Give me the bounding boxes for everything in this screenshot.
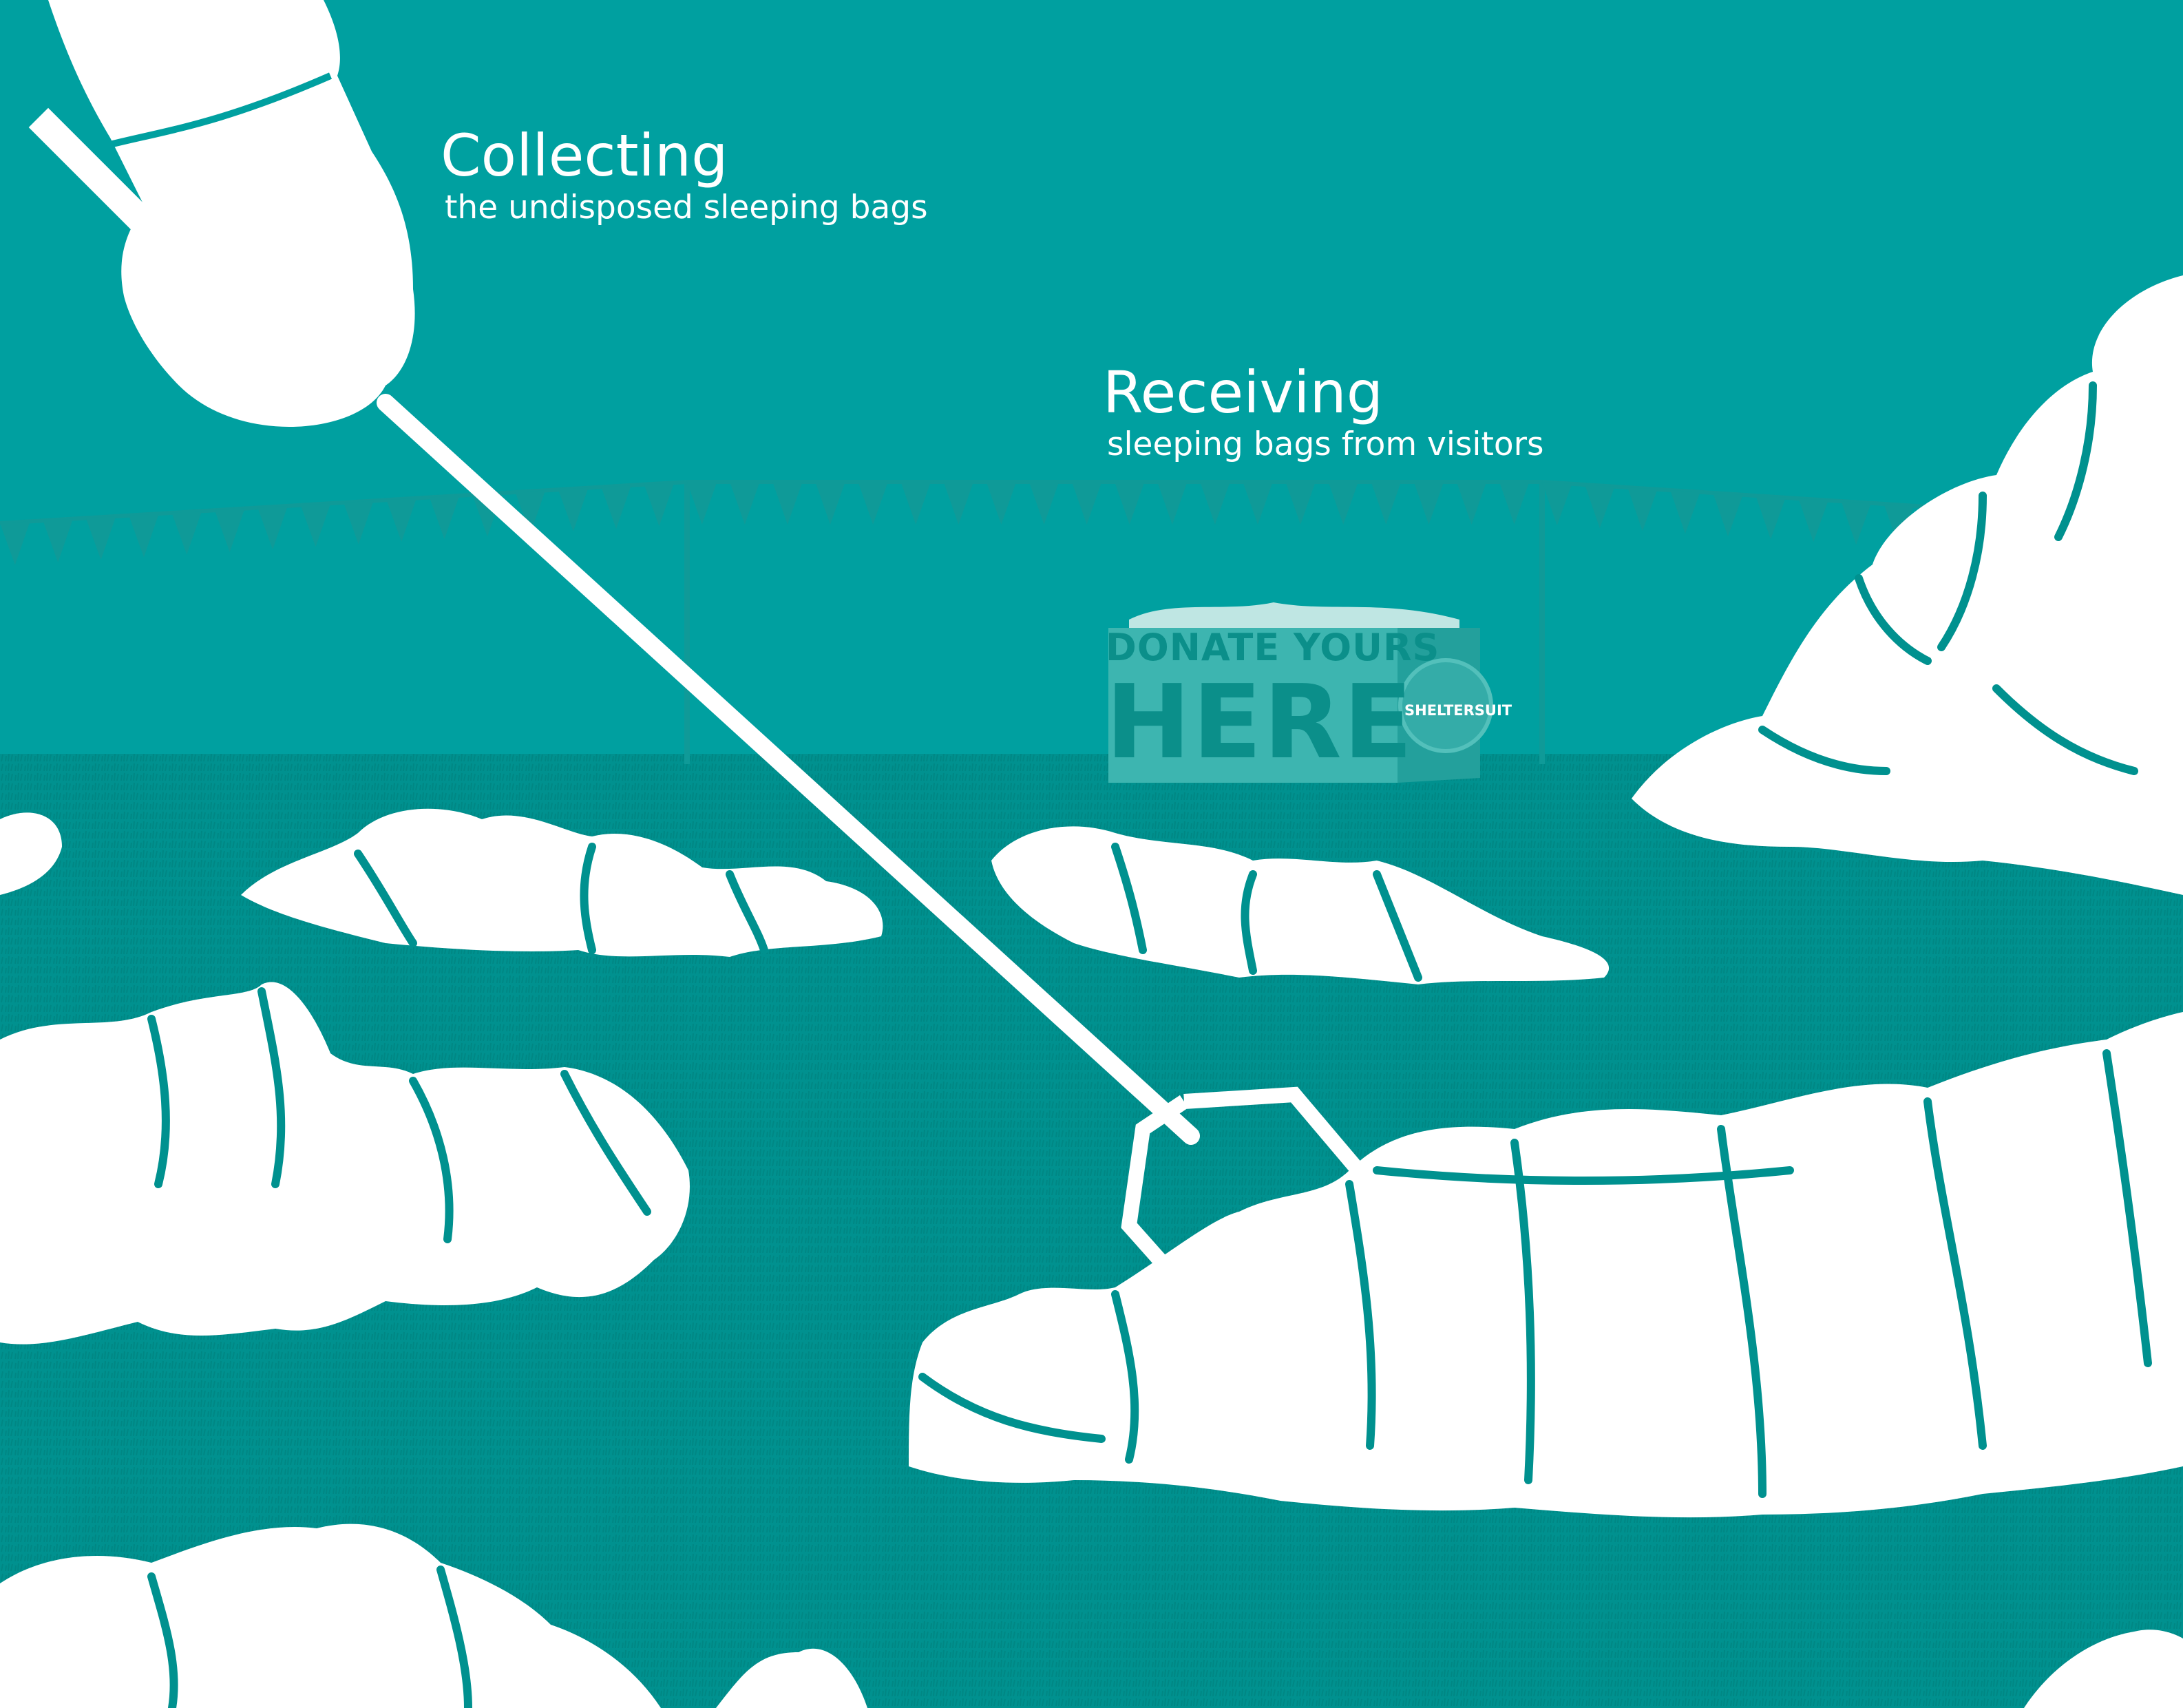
caption-receiving-title: Receiving bbox=[1103, 359, 1384, 426]
caption-collecting: Collecting the undisposed sleeping bags bbox=[441, 123, 928, 227]
sheltersuit-badge: SHELTERSUIT bbox=[1404, 702, 1512, 719]
sleeping-bag-pile-right-stack bbox=[1632, 275, 2183, 895]
bunting-flag bbox=[943, 482, 974, 525]
bunting-flag bbox=[1499, 482, 1530, 525]
bunting-flag bbox=[1157, 482, 1188, 525]
sleeping-bag-pile-edge-left bbox=[0, 812, 62, 895]
bunting-flag bbox=[344, 500, 374, 545]
bunting-flag bbox=[257, 505, 288, 550]
bunting-flag bbox=[85, 516, 116, 560]
bunting-flag bbox=[214, 508, 245, 552]
sleeping-bag-pile-front-left bbox=[0, 982, 690, 1345]
bunting-flag bbox=[1627, 487, 1658, 531]
bunting-flag bbox=[0, 521, 30, 565]
bunting-flag bbox=[429, 495, 460, 540]
bunting-flag bbox=[1243, 482, 1273, 525]
bunting-flag bbox=[687, 482, 717, 525]
bunting-flag bbox=[171, 511, 202, 555]
sleeping-bag-pile-front-right bbox=[909, 1012, 2183, 1518]
bunting-flag bbox=[1413, 482, 1444, 525]
bunting-flag bbox=[858, 482, 888, 525]
arm-and-hand bbox=[28, 0, 415, 427]
bunting-flag bbox=[1713, 493, 1743, 537]
bunting-flag bbox=[386, 498, 417, 542]
bunting-flag bbox=[300, 503, 331, 547]
donation-sign-line2: HERE bbox=[1106, 663, 1415, 781]
bunting-flag bbox=[1456, 482, 1487, 525]
bunting-flag bbox=[558, 487, 589, 531]
bunting-flag bbox=[815, 482, 845, 525]
bunting-flag bbox=[1585, 485, 1615, 529]
pile-fold-lines bbox=[147, 381, 2152, 1708]
bunting-flag bbox=[1542, 482, 1572, 526]
bunting-flag bbox=[1115, 482, 1145, 525]
bunting-flag bbox=[644, 483, 675, 527]
bunting-flag bbox=[1200, 482, 1230, 525]
caption-collecting-subtitle: the undisposed sleeping bags bbox=[445, 189, 928, 226]
sleeping-bag-pile-bottom bbox=[0, 1524, 2183, 1708]
bunting-flag bbox=[1029, 482, 1059, 525]
bunting-flag bbox=[772, 482, 803, 525]
bunting-flag bbox=[1328, 482, 1358, 525]
bunting-flag bbox=[1755, 496, 1786, 540]
bunting-flag bbox=[986, 482, 1017, 525]
bunting-flag bbox=[1285, 482, 1316, 525]
caption-receiving: Receiving sleeping bags from visitors bbox=[1103, 359, 1543, 464]
caption-receiving-subtitle: sleeping bags from visitors bbox=[1107, 425, 1544, 463]
bunting-flag bbox=[43, 518, 74, 562]
donation-sign-line1: DONATE YOURS bbox=[1106, 626, 1440, 669]
bunting-flag bbox=[1371, 482, 1402, 525]
caption-collecting-title: Collecting bbox=[441, 122, 728, 189]
grabber-tool bbox=[377, 394, 1376, 1358]
bunting-flag bbox=[730, 482, 760, 525]
bunting-flag bbox=[1670, 490, 1700, 534]
bunting-flag bbox=[1841, 501, 1871, 545]
donation-box-sign: DONATE YOURS HERE bbox=[1106, 625, 1440, 781]
bunting-flag bbox=[1071, 482, 1102, 525]
bunting-flag bbox=[601, 485, 631, 529]
bunting-flag bbox=[129, 514, 159, 558]
bunting-flag bbox=[515, 490, 546, 534]
donation-box bbox=[1108, 602, 1493, 783]
bunting-flag bbox=[1798, 498, 1828, 542]
bunting-flag bbox=[900, 482, 931, 525]
